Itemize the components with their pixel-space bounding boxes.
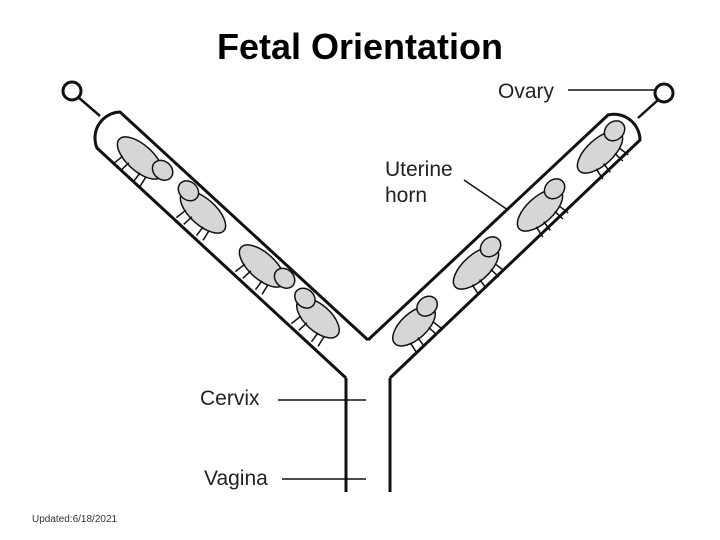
- left-ovary-stalk: [77, 96, 101, 117]
- updated-date: Updated:6/18/2021: [32, 514, 118, 525]
- fetus-icon: [392, 295, 443, 354]
- cervix-label: Cervix: [200, 387, 260, 410]
- fetus-icon: [452, 236, 505, 296]
- fetus-icon: [234, 244, 296, 295]
- vagina-label: Vagina: [204, 467, 268, 490]
- right-uterine-horn: [366, 112, 642, 380]
- slide-title: Fetal Orientation: [216, 26, 504, 67]
- fetus-group-left: [112, 136, 340, 347]
- fetus-icon: [516, 178, 569, 238]
- left-uterine-horn: [93, 110, 370, 380]
- uterine-horn-label-line2: horn: [385, 184, 427, 207]
- fetus-icon: [112, 136, 174, 187]
- fetus-icon: [576, 120, 629, 180]
- uterine-horn-leader-line: [463, 179, 509, 211]
- fetus-icon: [290, 287, 340, 347]
- uterine-horn-label-line1: Uterine: [385, 158, 453, 181]
- left-ovary: [61, 80, 83, 102]
- fetus-icon: [175, 180, 227, 241]
- right-ovary: [653, 82, 675, 104]
- right-ovary-stalk: [637, 99, 659, 119]
- ovary-label: Ovary: [498, 80, 555, 103]
- fetus-group-right: [392, 120, 629, 354]
